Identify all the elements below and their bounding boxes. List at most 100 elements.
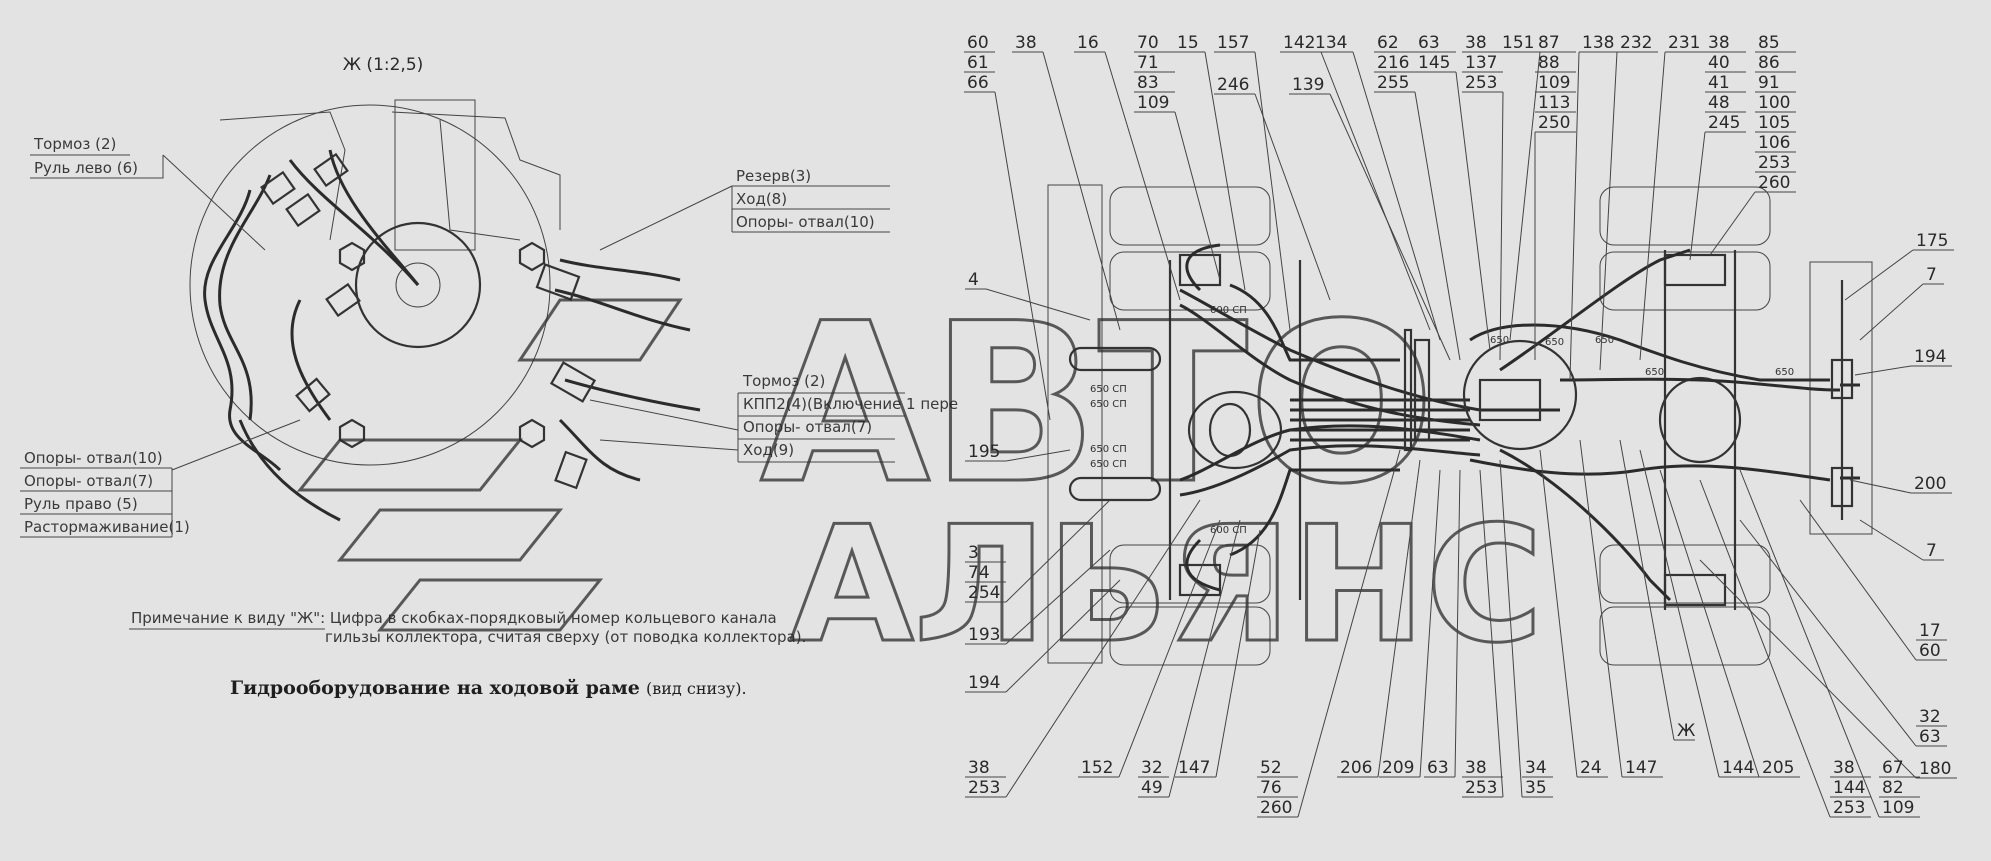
leader-line (1204, 51, 1246, 291)
callout-b147: 147 (1175, 529, 1261, 778)
callout-number: 250 (1538, 113, 1570, 133)
callout-number: 17 (1919, 621, 1941, 641)
detail-label: Опоры- отвал(10) (736, 213, 875, 231)
detail-label: Ход(9) (743, 441, 794, 459)
callout-c139: 139 (1289, 75, 1451, 361)
callout-number: 157 (1217, 33, 1249, 53)
callout-number: 48 (1708, 93, 1730, 113)
leader-line (1739, 469, 1880, 818)
detail-labels-right-mid: Тормоз (2) КПП2(4)(Включение 1 пере Опор… (589, 372, 958, 463)
leader-line (1689, 131, 1706, 261)
detail-hoses (203, 149, 701, 522)
callout-number: 231 (1668, 33, 1700, 53)
detail-label: Руль право (5) (24, 495, 138, 513)
callout-number: 85 (1758, 33, 1780, 53)
watermark-logo (296, 298, 683, 632)
callout-c180: 180 (1699, 559, 1957, 779)
pipe-mark: 650 СП (1090, 399, 1127, 410)
pipe-mark: 650 (1775, 367, 1794, 378)
callout-number: 253 (1758, 153, 1790, 173)
callout-b205: 205 (1659, 469, 1800, 778)
callout-number: 34 (1525, 758, 1547, 778)
callout-number: 60 (1919, 641, 1941, 661)
callout-number: 88 (1538, 53, 1560, 73)
callout-number: 151 (1502, 33, 1534, 53)
leader-line (1854, 365, 1912, 376)
pipe-mark: 650 (1645, 367, 1664, 378)
leader-line (1118, 519, 1221, 778)
leader-line (1320, 51, 1431, 331)
leader-line (1509, 51, 1541, 341)
note-line-1: Примечание к виду "Ж": Цифра в скобках-п… (131, 609, 777, 627)
callout-number: 144 (1833, 778, 1865, 798)
leader-line (1799, 499, 1917, 661)
callout-number: 142 (1283, 33, 1315, 53)
callout-number: 60 (967, 33, 989, 53)
pipe-mark: 650 СП (1090, 459, 1127, 470)
callout-c200: 200 (1849, 474, 1952, 494)
callout-number: 193 (968, 625, 1000, 645)
leader-line (1419, 469, 1441, 778)
callout-c246: 246 (1214, 75, 1331, 301)
leader-line (1168, 519, 1241, 798)
callout-number: 144 (1722, 758, 1754, 778)
callout-number: 40 (1708, 53, 1730, 73)
callout-c4: 4 (965, 270, 1091, 321)
callout-number: 76 (1260, 778, 1282, 798)
detail-label: Опоры- отвал(7) (24, 472, 153, 490)
leader-line (1414, 91, 1461, 361)
callout-c175: 175 (1844, 231, 1954, 301)
leader-line (1499, 459, 1523, 798)
callout-number: 3 (968, 543, 979, 563)
callout-c16: 16 (1074, 33, 1181, 301)
leader-line (1499, 91, 1504, 361)
leader-line (1709, 191, 1756, 256)
callout-number: 16 (1077, 33, 1099, 53)
callout-b152: 152 (1078, 519, 1221, 778)
callout-number: 32 (1141, 758, 1163, 778)
callout-number: 38 (968, 758, 990, 778)
callout-number: 70 (1137, 33, 1159, 53)
callout-bZh: Ж (1619, 439, 1695, 741)
watermark-line-1: АВТО (760, 276, 1435, 532)
callout-number: 109 (1137, 93, 1169, 113)
callout-c134: 134 (1312, 33, 1441, 341)
callout-number: 24 (1580, 758, 1602, 778)
plate-outline (391, 111, 561, 230)
callout-c193: 193 (965, 549, 1111, 645)
detail-labels-right-top: Резерв(3) Ход(8) Опоры- отвал(10) (599, 167, 890, 251)
callout-number: 109 (1882, 798, 1914, 818)
detail-labels-left-top: Тормоз (2) Руль лево (6) (30, 135, 266, 251)
bracket (394, 99, 476, 251)
callout-number: 83 (1137, 73, 1159, 93)
callout-c194r: 194 (1854, 347, 1952, 376)
pipe-mark: 650 (1545, 337, 1564, 348)
frame-rail-left (1047, 184, 1103, 664)
callout-number: 61 (967, 53, 989, 73)
detail-label: Опоры- отвал(10) (24, 449, 163, 467)
callout-c231: 231 (1639, 33, 1706, 361)
callout-number: 52 (1260, 758, 1282, 778)
leader-line (994, 91, 1051, 421)
callout-number: 38 (1833, 758, 1855, 778)
note-line-2: гильзы коллектора, считая сверху (от пов… (325, 628, 806, 646)
leader-line (1042, 51, 1121, 331)
callout-number: 216 (1377, 53, 1409, 73)
collector-block (1403, 328, 1578, 452)
leader-line (1329, 93, 1451, 361)
callout-number: 175 (1916, 231, 1948, 251)
callout-c15: 15 (1174, 33, 1246, 291)
callout-number: 134 (1315, 33, 1347, 53)
callout-number: 254 (968, 583, 1000, 603)
leader-line (1377, 459, 1421, 778)
callout-number: 91 (1758, 73, 1780, 93)
callout-number: 253 (1465, 778, 1497, 798)
callout-number: 113 (1538, 93, 1570, 113)
callout-number: 106 (1758, 133, 1790, 153)
callout-number: 66 (967, 73, 989, 93)
